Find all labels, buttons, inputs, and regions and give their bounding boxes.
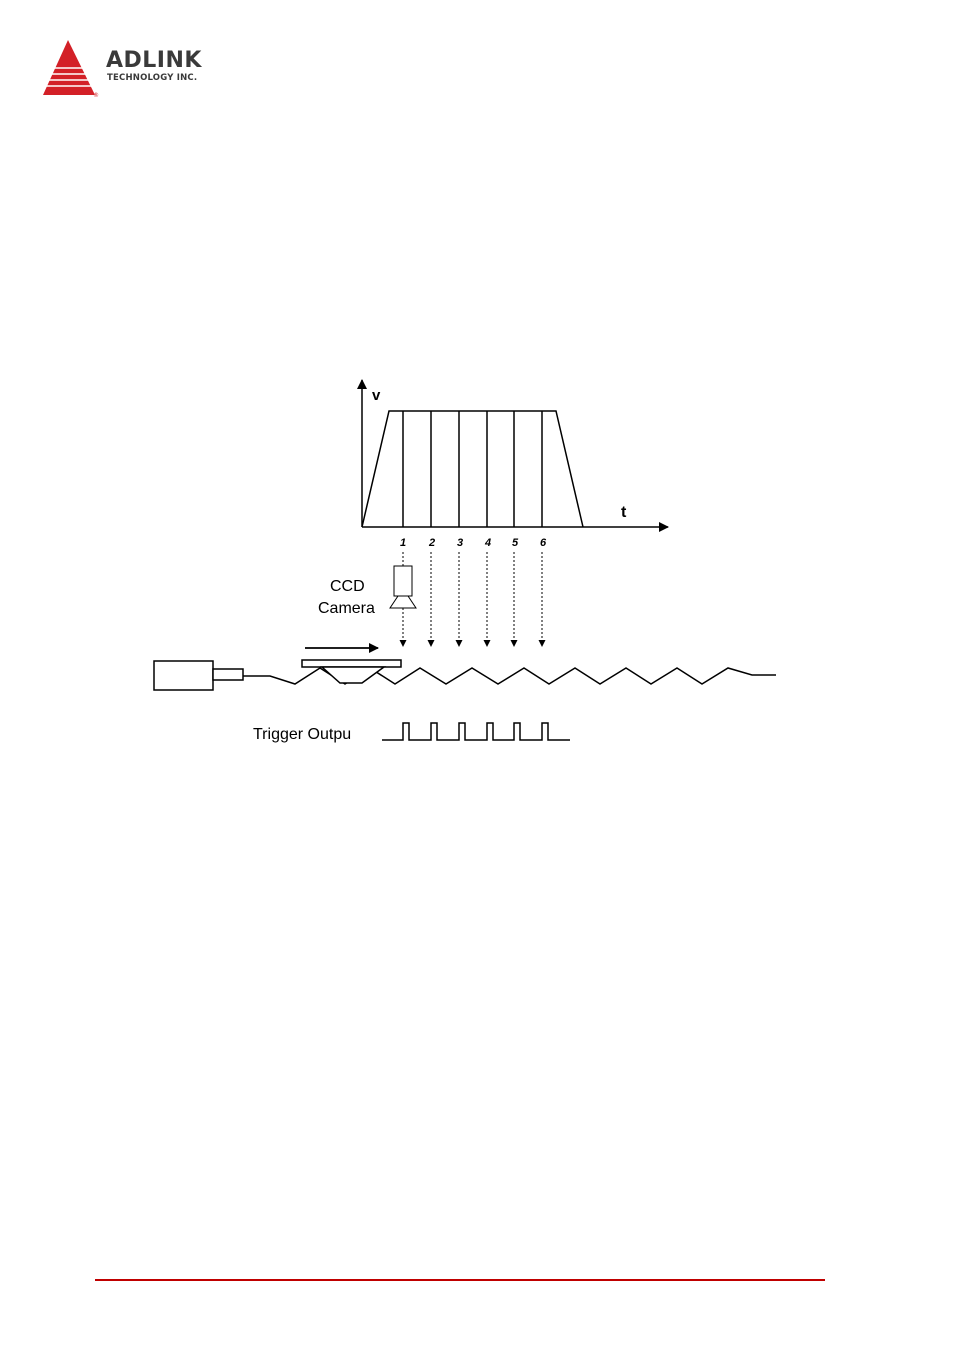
trigger-number-2: 2 xyxy=(428,537,435,549)
brand-subtitle: TECHNOLOGY INC. xyxy=(107,73,198,83)
camera-label-camera: Camera xyxy=(318,600,375,617)
company-logo: ® ADLINK TECHNOLOGY INC. xyxy=(40,38,240,100)
adlink-triangle-icon: ® xyxy=(43,40,99,99)
v-axis-label: v xyxy=(372,387,381,404)
trigger-position-lines xyxy=(402,411,543,527)
lead-screw xyxy=(243,667,776,685)
carriage xyxy=(301,659,402,684)
t-axis-label: t xyxy=(621,504,627,521)
trigger-number-3: 3 xyxy=(457,537,463,549)
svg-text:®: ® xyxy=(93,92,99,99)
trigger-number-4: 4 xyxy=(484,537,491,549)
motor-icon xyxy=(153,660,244,691)
trigger-number-6: 6 xyxy=(540,537,547,549)
trigger-dotted-arrows xyxy=(399,552,546,647)
trigger-output-label: Trigger Outpu xyxy=(253,726,351,743)
trigger-number-5: 5 xyxy=(512,537,519,549)
camera-label-ccd: CCD xyxy=(330,578,365,595)
motion-trigger-diagram: v t 1 2 3 4 5 6 CCD Camera xyxy=(153,379,776,743)
trigger-number-1: 1 xyxy=(400,537,406,549)
brand-name: ADLINK xyxy=(106,48,202,73)
ccd-camera-icon xyxy=(389,565,417,609)
trigger-pulse-train xyxy=(382,722,570,741)
velocity-profile xyxy=(361,410,584,528)
footer-rule xyxy=(95,1279,825,1281)
